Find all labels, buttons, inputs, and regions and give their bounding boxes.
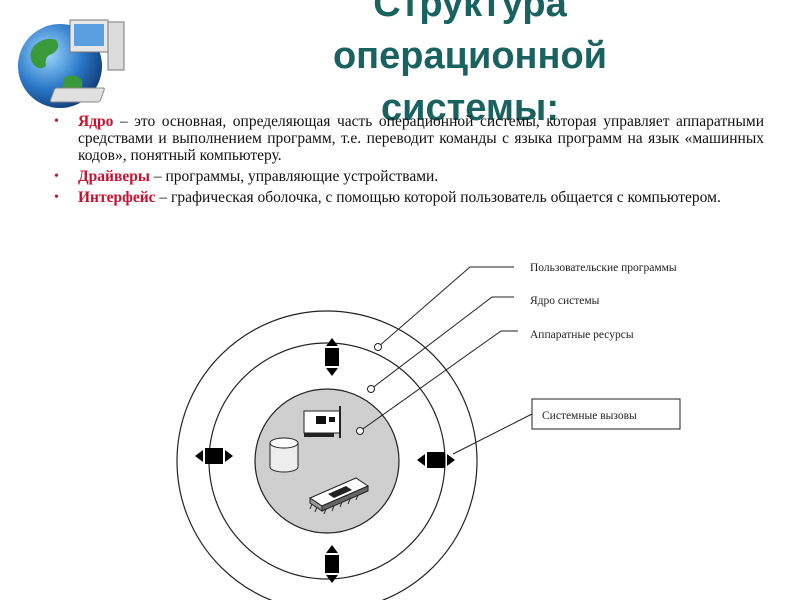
pointer-dot [356,427,364,435]
label-user-programs: Пользовательские программы [530,262,677,274]
label-hardware: Аппаратные ресурсы [530,329,634,341]
bullet-icon: • [54,190,59,205]
bullet-icon: • [54,169,59,184]
os-structure-diagram: Пользовательские программы Ядро системы … [176,262,681,600]
definition-kernel: – это основная, определяющая часть опера… [78,113,764,164]
term-interface: Интерфейс [78,189,156,206]
definition-list: • Ядро – это основная, определяющая част… [54,113,764,210]
double-arrow-icon [325,338,339,376]
list-item: • Ядро – это основная, определяющая част… [54,113,764,164]
definition-drivers: – программы, управляющие устройствами. [149,168,439,185]
term-drivers: Драйверы [78,168,150,185]
label-system-calls-box: Системные вызовы [531,398,681,430]
definition-interface: – графическая оболочка, с помощью которо… [155,189,721,206]
ring-outer [176,310,478,600]
title-line-1: Структура [373,0,567,25]
page-title: Структура операционной системы: [190,0,750,134]
pointer-dot [367,385,375,393]
double-arrow-icon [195,448,233,464]
leader-lines [359,266,533,455]
pointer-dot [374,343,382,351]
title-line-3: системы: [380,87,560,129]
network-card-icon [303,406,341,438]
disk-drive-icon [269,437,299,473]
globe-computer-icon [18,19,125,108]
title-line-2: операционной [332,35,608,77]
core-circle [254,388,400,534]
label-kernel: Ядро системы [530,295,600,307]
label-system-calls: Системные вызовы [542,410,637,422]
cpu-chip-icon [308,477,370,515]
list-item: • Драйверы – программы, управляющие устр… [54,168,764,185]
term-kernel: Ядро [78,113,114,130]
double-arrow-icon [417,452,455,468]
bullet-icon: • [54,114,59,129]
double-arrow-icon [325,545,339,583]
list-item: • Интерфейс – графическая оболочка, с по… [54,189,764,206]
